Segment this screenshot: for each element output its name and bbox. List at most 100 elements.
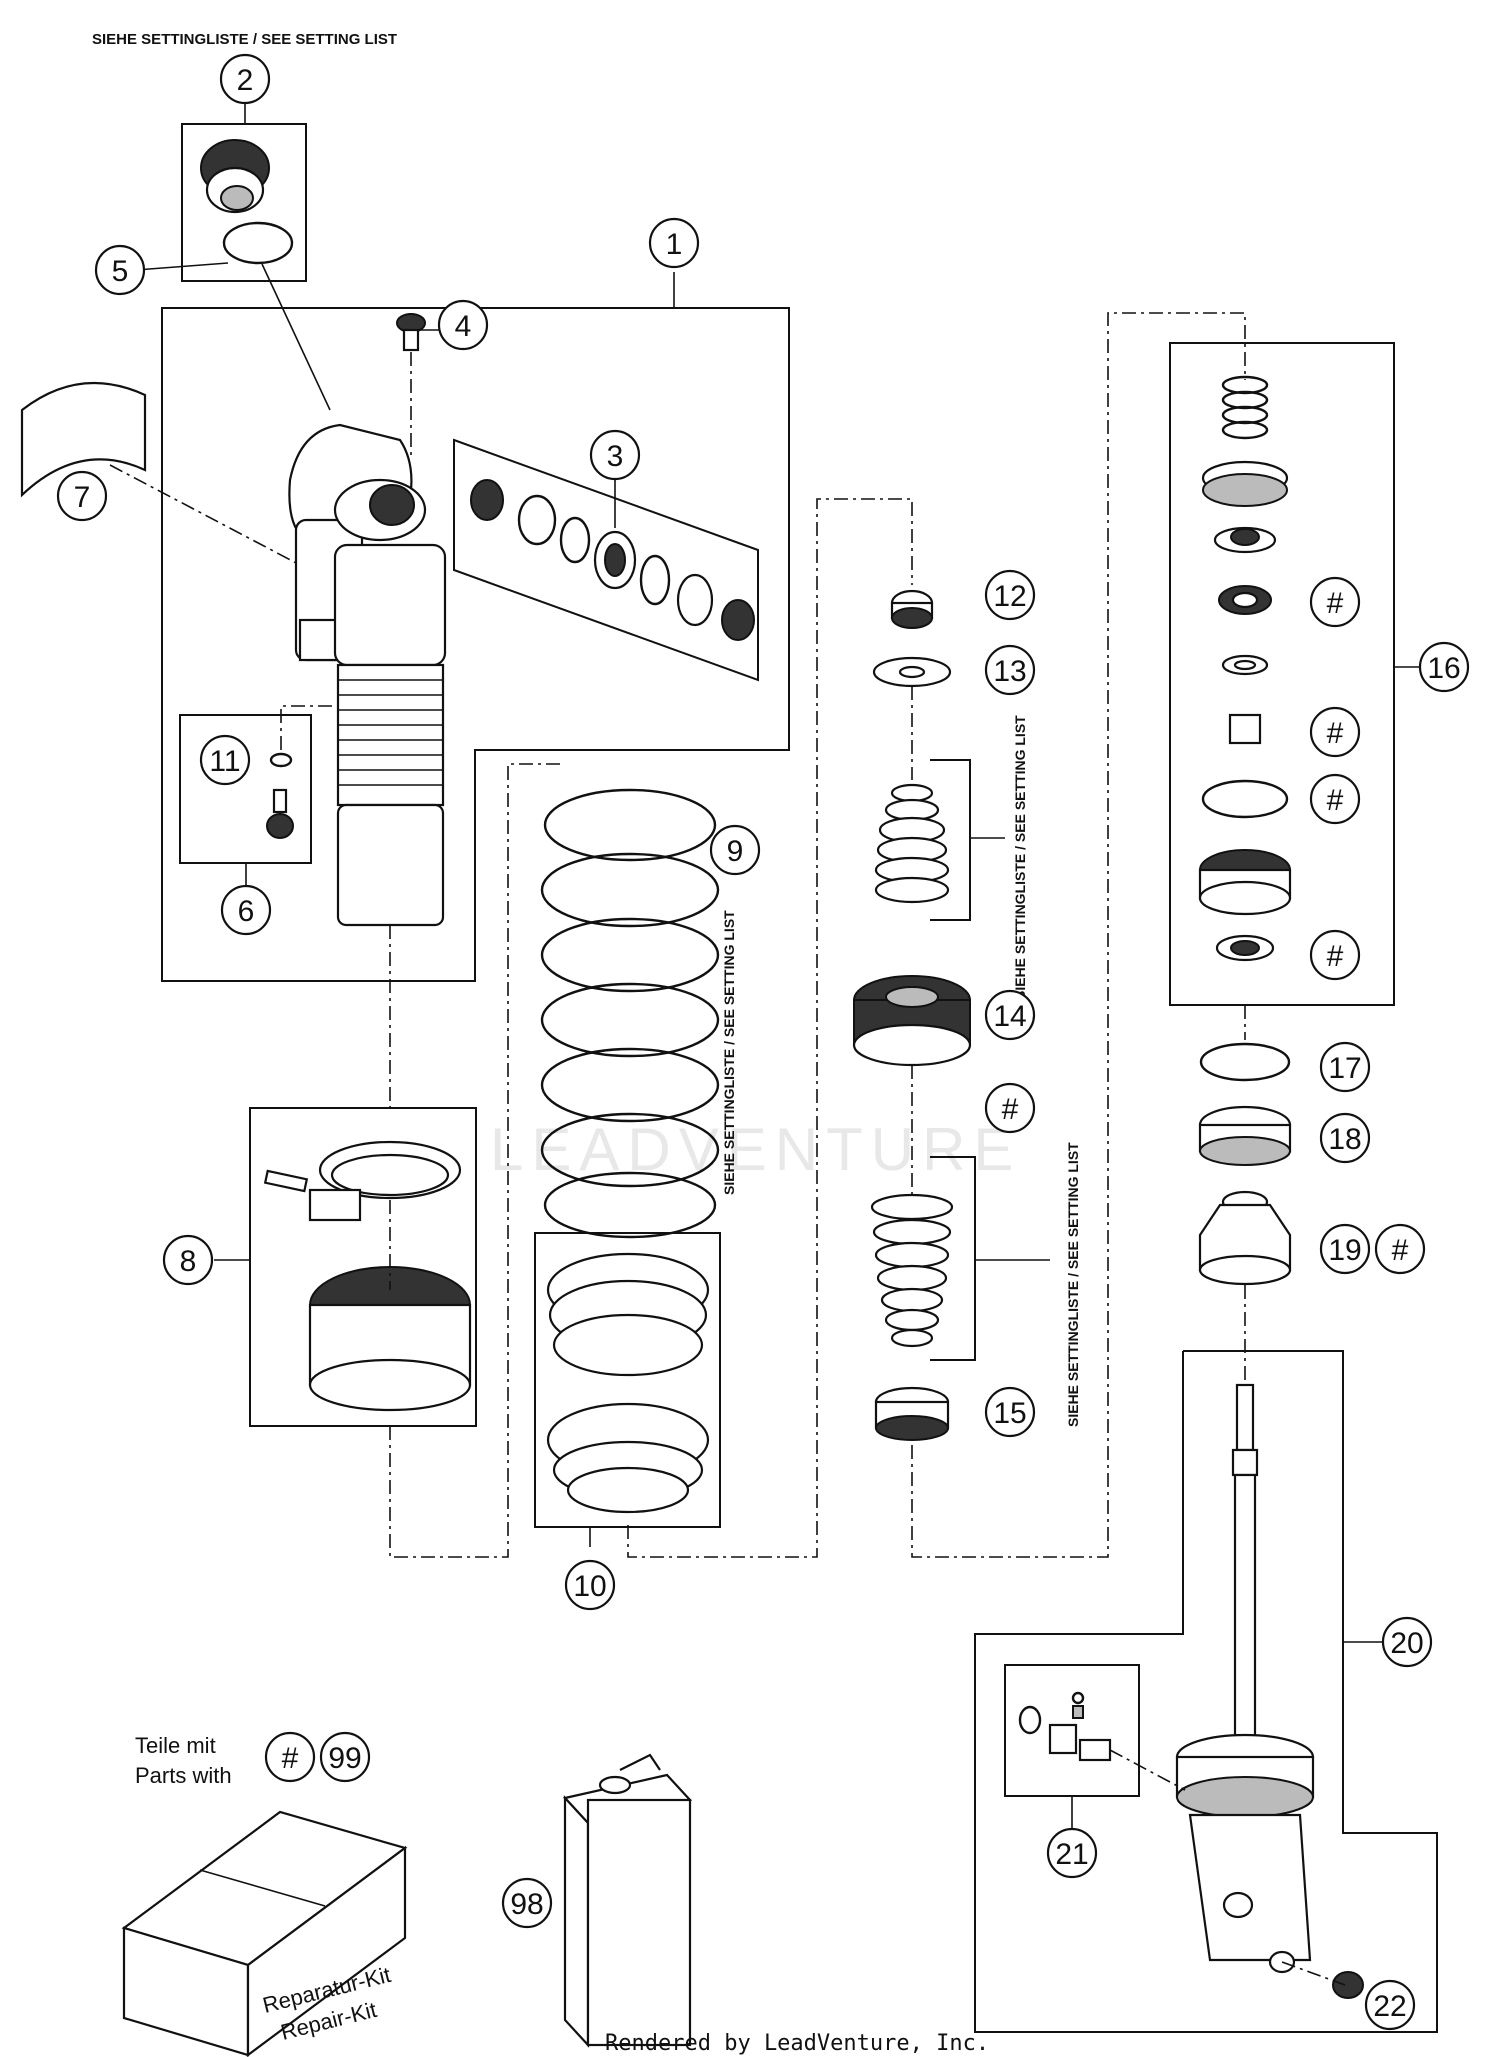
callout-7[interactable]: 7: [56, 470, 108, 522]
svg-text:#: #: [1392, 1234, 1409, 1267]
callout-12[interactable]: 12: [984, 569, 1036, 621]
svg-text:22: 22: [1373, 1990, 1406, 2023]
seal-kit-box: [453, 438, 759, 682]
callout-22[interactable]: 22: [1364, 1979, 1416, 2031]
svg-text:18: 18: [1328, 1123, 1361, 1156]
callout-16-hash-d[interactable]: #: [1309, 929, 1361, 981]
bladder-cap-part[interactable]: [1198, 1105, 1292, 1166]
oil-can-part[interactable]: [562, 1753, 693, 2048]
callout-16-hash-c[interactable]: #: [1309, 773, 1361, 825]
clamp-bolt-part[interactable]: [263, 1169, 309, 1193]
svg-text:10: 10: [573, 1570, 606, 1603]
main-spring-part[interactable]: [540, 788, 720, 1239]
svg-text:12: 12: [993, 580, 1026, 613]
svg-text:15: 15: [993, 1397, 1026, 1430]
callout-4[interactable]: 4: [437, 299, 489, 351]
seal-kit-parts[interactable]: [470, 479, 755, 641]
valve-box: [179, 714, 312, 864]
bleed-valve-part[interactable]: [1018, 1691, 1112, 1762]
callout-16-hash-b[interactable]: #: [1309, 706, 1361, 758]
callout-6[interactable]: 6: [220, 884, 272, 936]
callout-99[interactable]: 99: [319, 1731, 371, 1783]
svg-text:99: 99: [328, 1742, 361, 1775]
callout-10[interactable]: 10: [564, 1559, 616, 1611]
callout-1[interactable]: 1: [648, 217, 700, 269]
shim-stack-lower-part[interactable]: [870, 1193, 954, 1348]
protective-band-part[interactable]: [20, 381, 147, 498]
repair-kit-box[interactable]: Reparatur-Kit Repair-Kit: [121, 1810, 408, 2057]
preload-nut-part[interactable]: [308, 1266, 472, 1412]
callout-14-hash[interactable]: #: [984, 1082, 1036, 1134]
callout-8[interactable]: 8: [162, 1234, 214, 1286]
svg-text:#: #: [1327, 717, 1344, 750]
callout-98[interactable]: 98: [501, 1877, 553, 1929]
callout-13[interactable]: 13: [984, 644, 1036, 696]
bladder-part[interactable]: [1198, 1190, 1292, 1286]
svg-text:13: 13: [993, 655, 1026, 688]
shock-body-frame: [161, 307, 790, 982]
callout-9[interactable]: 9: [709, 824, 761, 876]
callout-2[interactable]: 2: [219, 53, 271, 105]
legend-line2: Parts with: [135, 1763, 232, 1788]
svg-text:#: #: [1002, 1093, 1019, 1126]
washer-part[interactable]: [872, 656, 952, 688]
svg-text:#: #: [1327, 940, 1344, 973]
callout-21[interactable]: 21: [1046, 1827, 1098, 1879]
callout-18[interactable]: 18: [1319, 1112, 1371, 1164]
callout-11[interactable]: 11: [199, 734, 251, 786]
adjuster-part[interactable]: [200, 139, 270, 214]
svg-text:2: 2: [237, 64, 254, 97]
svg-text:14: 14: [993, 1000, 1026, 1033]
svg-text:9: 9: [727, 835, 744, 868]
svg-text:#: #: [1327, 784, 1344, 817]
callout-19[interactable]: 19: [1319, 1223, 1371, 1275]
small-o-ring-part[interactable]: [269, 752, 293, 768]
callout-5[interactable]: 5: [94, 244, 146, 296]
valve-part[interactable]: [266, 788, 294, 839]
callout-3[interactable]: 3: [589, 429, 641, 481]
callout-legend-hash[interactable]: #: [264, 1731, 316, 1783]
svg-text:21: 21: [1055, 1838, 1088, 1871]
svg-text:4: 4: [455, 310, 472, 343]
svg-text:17: 17: [1328, 1052, 1361, 1085]
setting-note-shims-upper: SIEHE SETTINGLISTE / SEE SETTING LIST: [1012, 715, 1028, 1000]
callout-16-hash-a[interactable]: #: [1309, 576, 1361, 628]
callout-20[interactable]: 20: [1381, 1616, 1433, 1668]
bolt-part[interactable]: [396, 313, 426, 352]
svg-text:16: 16: [1427, 652, 1460, 685]
svg-text:20: 20: [1390, 1627, 1423, 1660]
callout-17[interactable]: 17: [1319, 1041, 1371, 1093]
valve-kit-parts[interactable]: [1198, 375, 1292, 962]
svg-text:1: 1: [666, 228, 683, 261]
callout-15[interactable]: 15: [984, 1386, 1036, 1438]
o-ring-part[interactable]: [222, 221, 294, 265]
callout-19-hash[interactable]: #: [1374, 1223, 1426, 1275]
circlip-part[interactable]: [1199, 1042, 1291, 1082]
svg-text:11: 11: [209, 745, 240, 778]
shock-body-part[interactable]: [288, 423, 447, 927]
setting-note-shims-lower: SIEHE SETTINGLISTE / SEE SETTING LIST: [1065, 1142, 1081, 1427]
callout-14[interactable]: 14: [984, 989, 1036, 1041]
threaded-section: [338, 679, 443, 786]
svg-text:#: #: [1327, 587, 1344, 620]
shim-stack-upper-part[interactable]: [874, 783, 950, 904]
spring-seat-lower-part[interactable]: [546, 1402, 710, 1514]
setting-note-top: SIEHE SETTINGLISTE / SEE SETTING LIST: [92, 31, 397, 48]
adjuster-box: [181, 123, 307, 282]
callout-16[interactable]: 16: [1418, 641, 1470, 693]
nut-part[interactable]: [890, 589, 934, 629]
preload-collar-part[interactable]: [308, 1140, 462, 1222]
rebound-stop-part[interactable]: [874, 1386, 950, 1441]
legend-line1: Teile mit: [135, 1733, 216, 1758]
piston-rod-frame: [974, 1350, 1438, 2033]
spring-seat-upper-part[interactable]: [546, 1252, 710, 1377]
svg-text:19: 19: [1328, 1234, 1361, 1267]
setting-note-spring: SIEHE SETTINGLISTE / SEE SETTING LIST: [721, 910, 737, 1195]
valve-kit-box: [1169, 342, 1395, 1006]
watermark-text: LEADVENTURE: [490, 1116, 1021, 1183]
svg-text:98: 98: [510, 1888, 543, 1921]
svg-text:#: #: [282, 1742, 299, 1775]
piston-rod-part[interactable]: [1175, 1383, 1315, 1962]
piston-part[interactable]: [852, 975, 972, 1067]
